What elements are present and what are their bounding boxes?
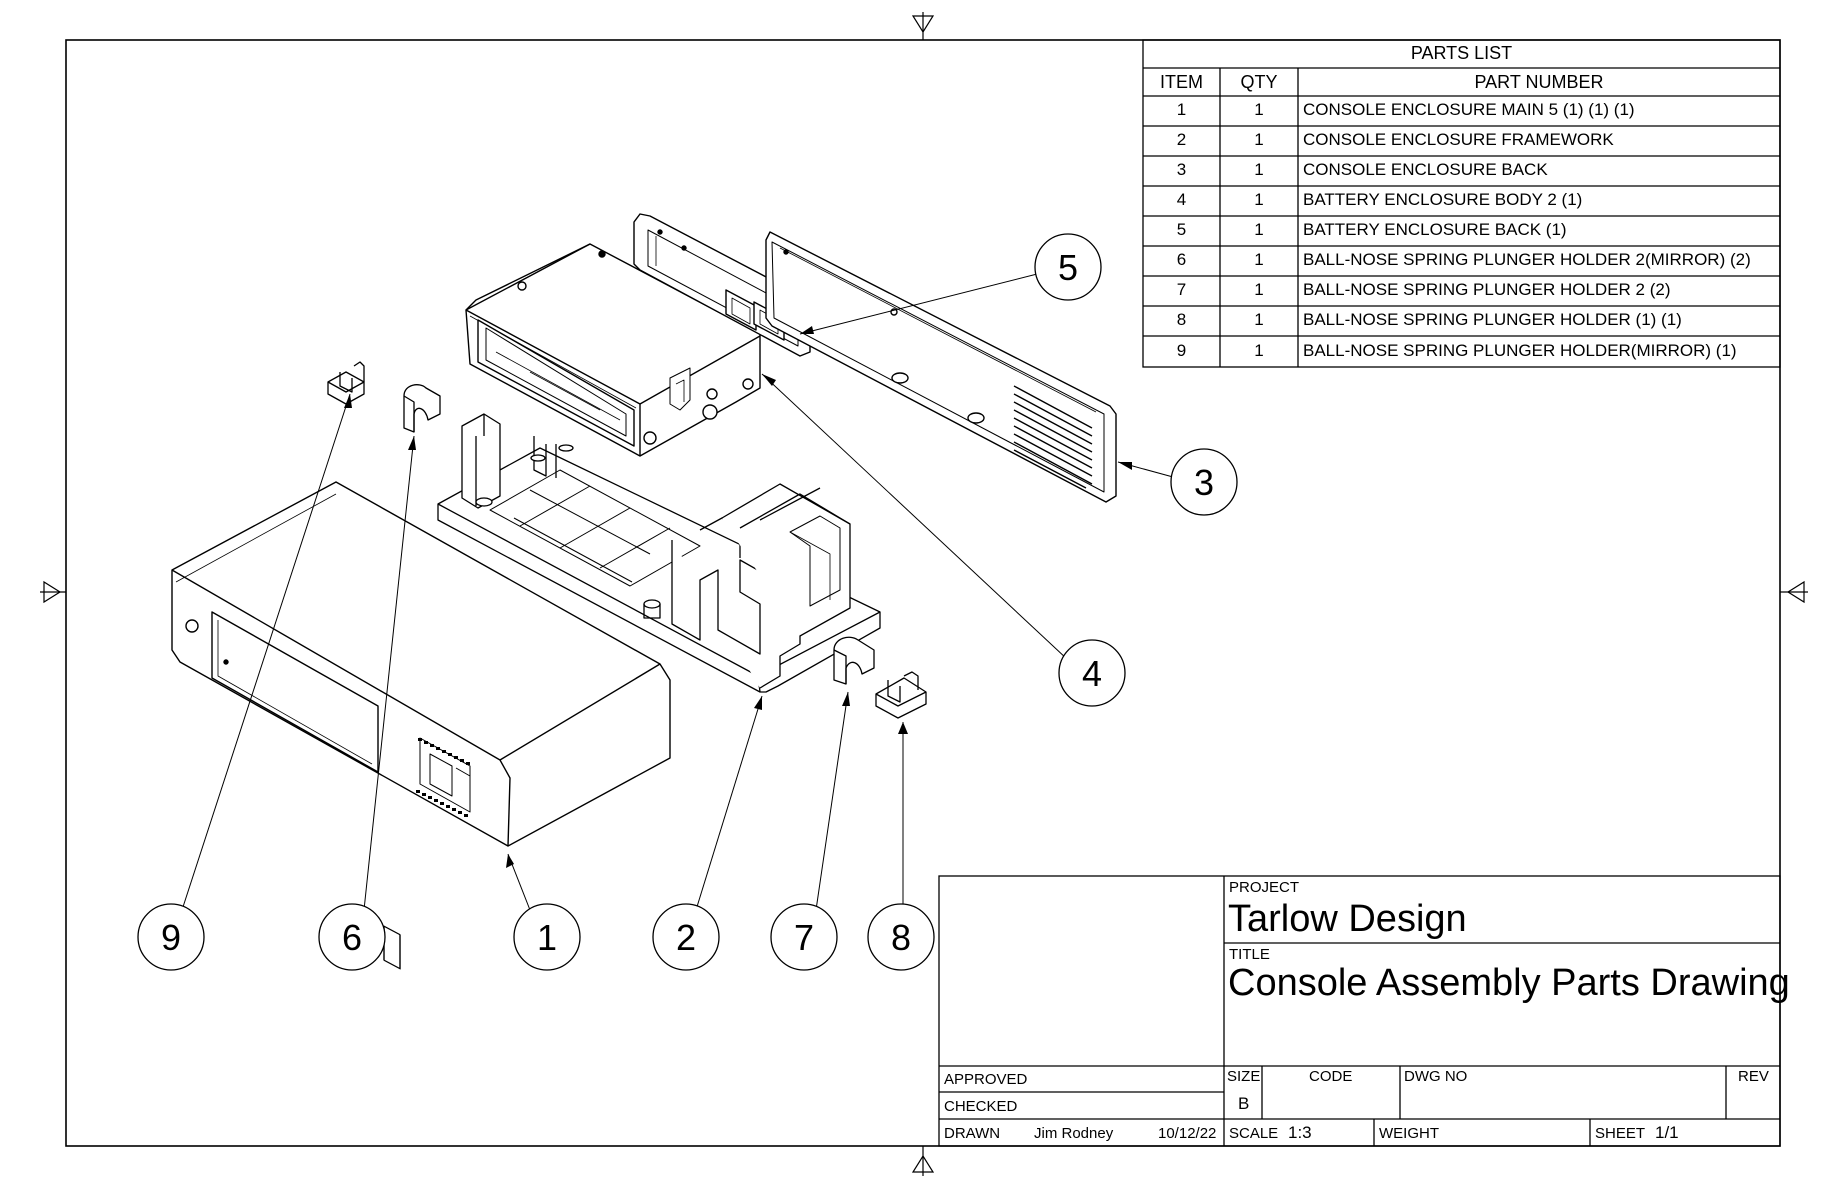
parts-row-item: 9 [1176,341,1187,360]
parts-row-item: 1 [1176,100,1187,119]
parts-row-item: 3 [1176,160,1187,179]
balloon-item-6: 6 [318,903,386,971]
parts-row-part: CONSOLE ENCLOSURE MAIN 5 (1) (1) (1) [1303,100,1635,119]
weight-label: WEIGHT [1379,1125,1439,1142]
drawn-by: Jim Rodney [1034,1125,1114,1142]
scale-label: SCALE [1229,1125,1279,1142]
balloon-item-5: 5 [1034,233,1102,301]
balloon-item-9: 9 [137,903,205,971]
parts-row-qty: 1 [1254,130,1264,149]
parts-row-qty: 1 [1254,310,1264,329]
title-block-grid [938,875,1781,1147]
parts-row-part: BALL-NOSE SPRING PLUNGER HOLDER(MIRROR) … [1303,341,1737,360]
balloon-label: 6 [342,917,362,958]
parts-row-qty: 1 [1254,280,1264,299]
balloon-item-3: 3 [1170,448,1238,516]
balloon-label: 3 [1194,462,1214,503]
approved-label: APPROVED [944,1071,1028,1088]
balloon-item-2: 2 [652,903,720,971]
dwg-no-label: DWG NO [1404,1068,1468,1085]
rev-label: REV [1738,1068,1769,1085]
parts-row-item: 6 [1176,250,1187,269]
centering-marks [40,12,1808,1176]
balloon-item-4: 4 [1058,639,1126,707]
part-battery-enclosure-back [633,213,811,357]
sheet-value: 1/1 [1655,1123,1679,1142]
scale-value: 1:3 [1288,1123,1312,1142]
parts-row-item: 5 [1176,220,1187,239]
leader-lines [181,271,1174,911]
balloon-label: 4 [1082,653,1102,694]
leader-arrowheads [344,326,1132,868]
project-name: Tarlow Design [1228,898,1467,940]
parts-row-part: BALL-NOSE SPRING PLUNGER HOLDER (1) (1) [1303,310,1682,329]
checked-label: CHECKED [944,1098,1018,1115]
parts-list-title: PARTS LIST [1410,43,1513,63]
parts-row-part: CONSOLE ENCLOSURE FRAMEWORK [1303,130,1614,149]
balloon-item-7: 7 [770,903,838,971]
column-header-item: ITEM [1160,72,1203,92]
parts-row-qty: 1 [1254,100,1264,119]
balloon-label: 8 [891,917,911,958]
size-label: SIZE [1227,1068,1261,1085]
drawn-label: DRAWN [944,1125,1001,1142]
title-label: TITLE [1229,946,1270,963]
part-console-enclosure-main [171,481,671,970]
column-header-qty: QTY [1240,72,1278,92]
balloon-label: 5 [1058,247,1078,288]
parts-row-item: 8 [1176,310,1187,329]
balloon-label: 9 [161,917,181,958]
parts-row-qty: 1 [1254,341,1264,360]
parts-row-part: BATTERY ENCLOSURE BODY 2 (1) [1303,190,1583,209]
parts-list-grid [1142,39,1781,368]
part-plunger-holder-8 [875,671,927,719]
code-label: CODE [1309,1068,1353,1085]
parts-row-part: BALL-NOSE SPRING PLUNGER HOLDER 2 (2) [1303,280,1671,299]
part-console-enclosure-back [765,231,1117,503]
balloon-item-8: 8 [867,903,935,971]
parts-row-item: 4 [1176,190,1187,209]
drawn-date: 10/12/22 [1158,1125,1217,1142]
balloon-label: 1 [537,917,557,958]
part-console-enclosure-framework [437,413,881,693]
parts-row-part: CONSOLE ENCLOSURE BACK [1303,160,1548,179]
part-plunger-holder-7 [833,636,875,685]
parts-row-qty: 1 [1254,190,1264,209]
balloon-label: 7 [794,917,814,958]
parts-row-item: 7 [1176,280,1187,299]
sheet-label: SHEET [1595,1125,1646,1142]
parts-row-qty: 1 [1254,220,1264,239]
balloon-label: 2 [676,917,696,958]
part-battery-enclosure-body [465,243,761,457]
parts-row-part: BATTERY ENCLOSURE BACK (1) [1303,220,1567,239]
part-plunger-holder-9 [327,361,365,405]
project-label: PROJECT [1229,879,1300,896]
balloon-item-1: 1 [513,903,581,971]
size-value: B [1238,1094,1250,1113]
parts-row-qty: 1 [1254,160,1264,179]
parts-row-qty: 1 [1254,250,1264,269]
column-header-part-number: PART NUMBER [1474,72,1604,92]
parts-row-item: 2 [1176,130,1187,149]
parts-row-part: BALL-NOSE SPRING PLUNGER HOLDER 2(MIRROR… [1303,250,1751,269]
drawing-title: Console Assembly Parts Drawing [1228,962,1790,1004]
part-plunger-holder-6 [403,384,441,433]
